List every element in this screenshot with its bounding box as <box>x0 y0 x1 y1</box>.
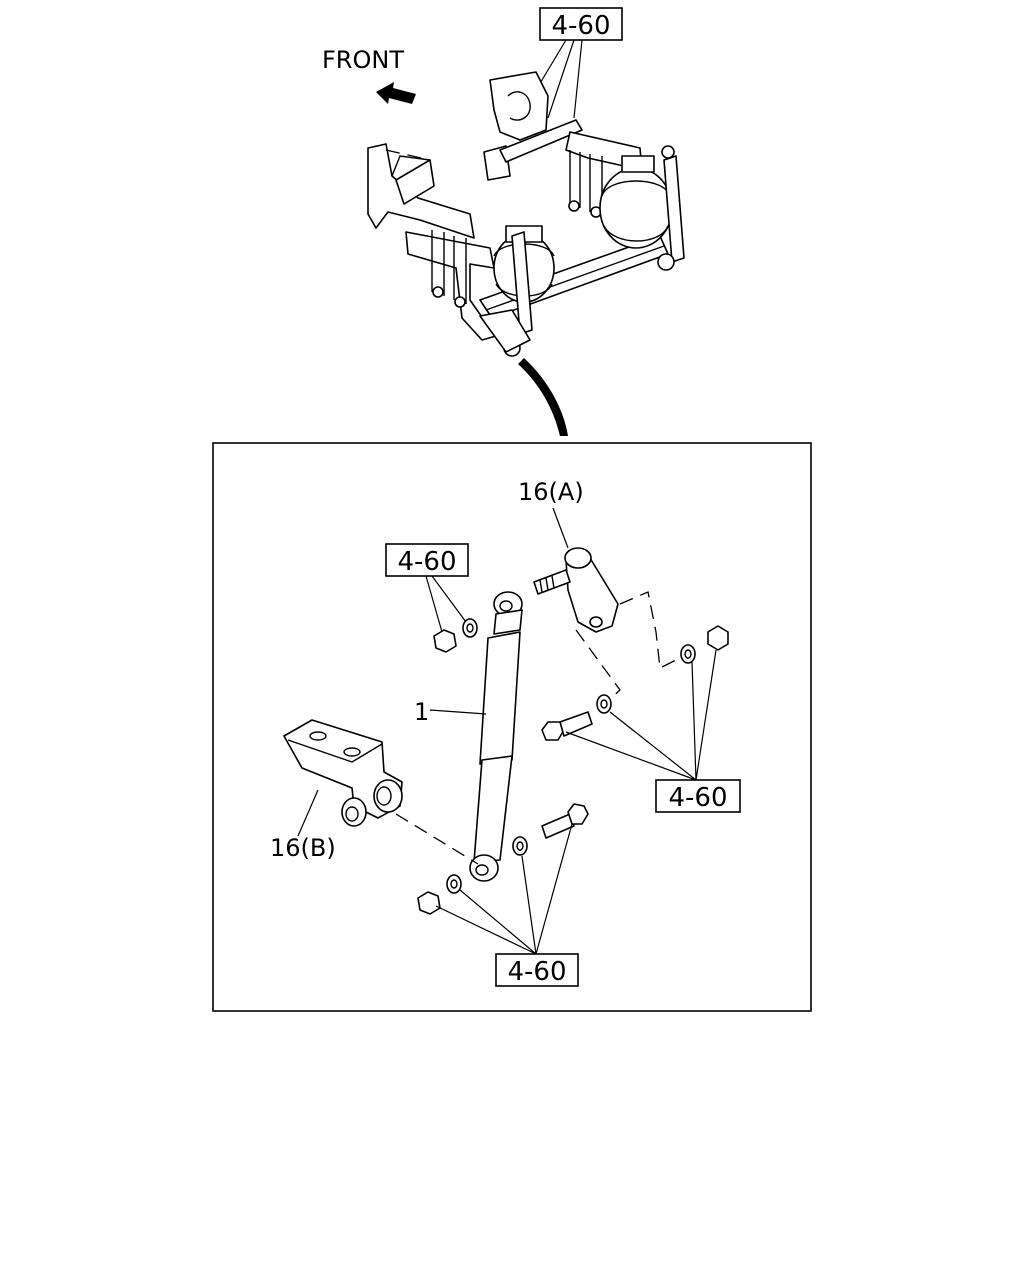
ref-box-right[interactable] <box>655 779 741 813</box>
overview-assembly: FRONT 4-60 <box>322 7 685 436</box>
lower-bolt-shank <box>541 813 575 839</box>
ref-box-bottom-text: 4-60 <box>507 957 566 987</box>
right-washer <box>596 694 612 714</box>
right-u-bolts <box>569 150 603 214</box>
lower-washer-left <box>446 874 462 894</box>
left-frame-bracket <box>367 143 475 239</box>
shock-absorber <box>469 591 523 882</box>
far-right-washer <box>680 644 696 664</box>
upper-stud <box>533 569 571 595</box>
overview-lower-bracket <box>479 309 531 353</box>
cross-tube <box>499 119 583 163</box>
label-shock-absorber: 1 <box>414 698 429 726</box>
right-air-spring <box>599 155 673 249</box>
left-leaf-spring <box>405 231 497 341</box>
right-frame-bracket <box>489 71 549 141</box>
detail-frame <box>212 442 812 1012</box>
detail-pointer-arrow <box>518 358 568 436</box>
right-bolt-shank <box>559 711 593 737</box>
label-upper-bracket: 16(A) <box>518 478 584 506</box>
lower-nut <box>417 891 441 915</box>
front-label: FRONT <box>322 46 404 74</box>
left-u-bolts <box>431 230 467 304</box>
upper-nut <box>433 629 457 653</box>
ref-box-bottom[interactable] <box>495 953 579 987</box>
lower-washer-right <box>512 836 528 856</box>
left-hanger <box>395 159 435 205</box>
ref-box-upper-left-text: 4-60 <box>397 547 456 577</box>
ref-box-top-text: 4-60 <box>551 11 610 41</box>
detail-view: 16(A) 4-60 1 <box>270 478 741 987</box>
front-arrow-icon <box>376 82 416 104</box>
upper-washer <box>462 618 478 638</box>
ref-box-right-text: 4-60 <box>668 783 727 813</box>
far-right-nut <box>707 625 729 651</box>
overview-shock-left <box>511 231 533 335</box>
upper-bracket-16a <box>533 547 677 669</box>
ref-box-top[interactable] <box>539 7 623 41</box>
ref-box-upper-left[interactable] <box>385 543 469 577</box>
lower-bracket-16b <box>283 719 403 827</box>
label-lower-bracket: 16(B) <box>270 834 336 862</box>
lower-bolt-head <box>567 803 589 825</box>
